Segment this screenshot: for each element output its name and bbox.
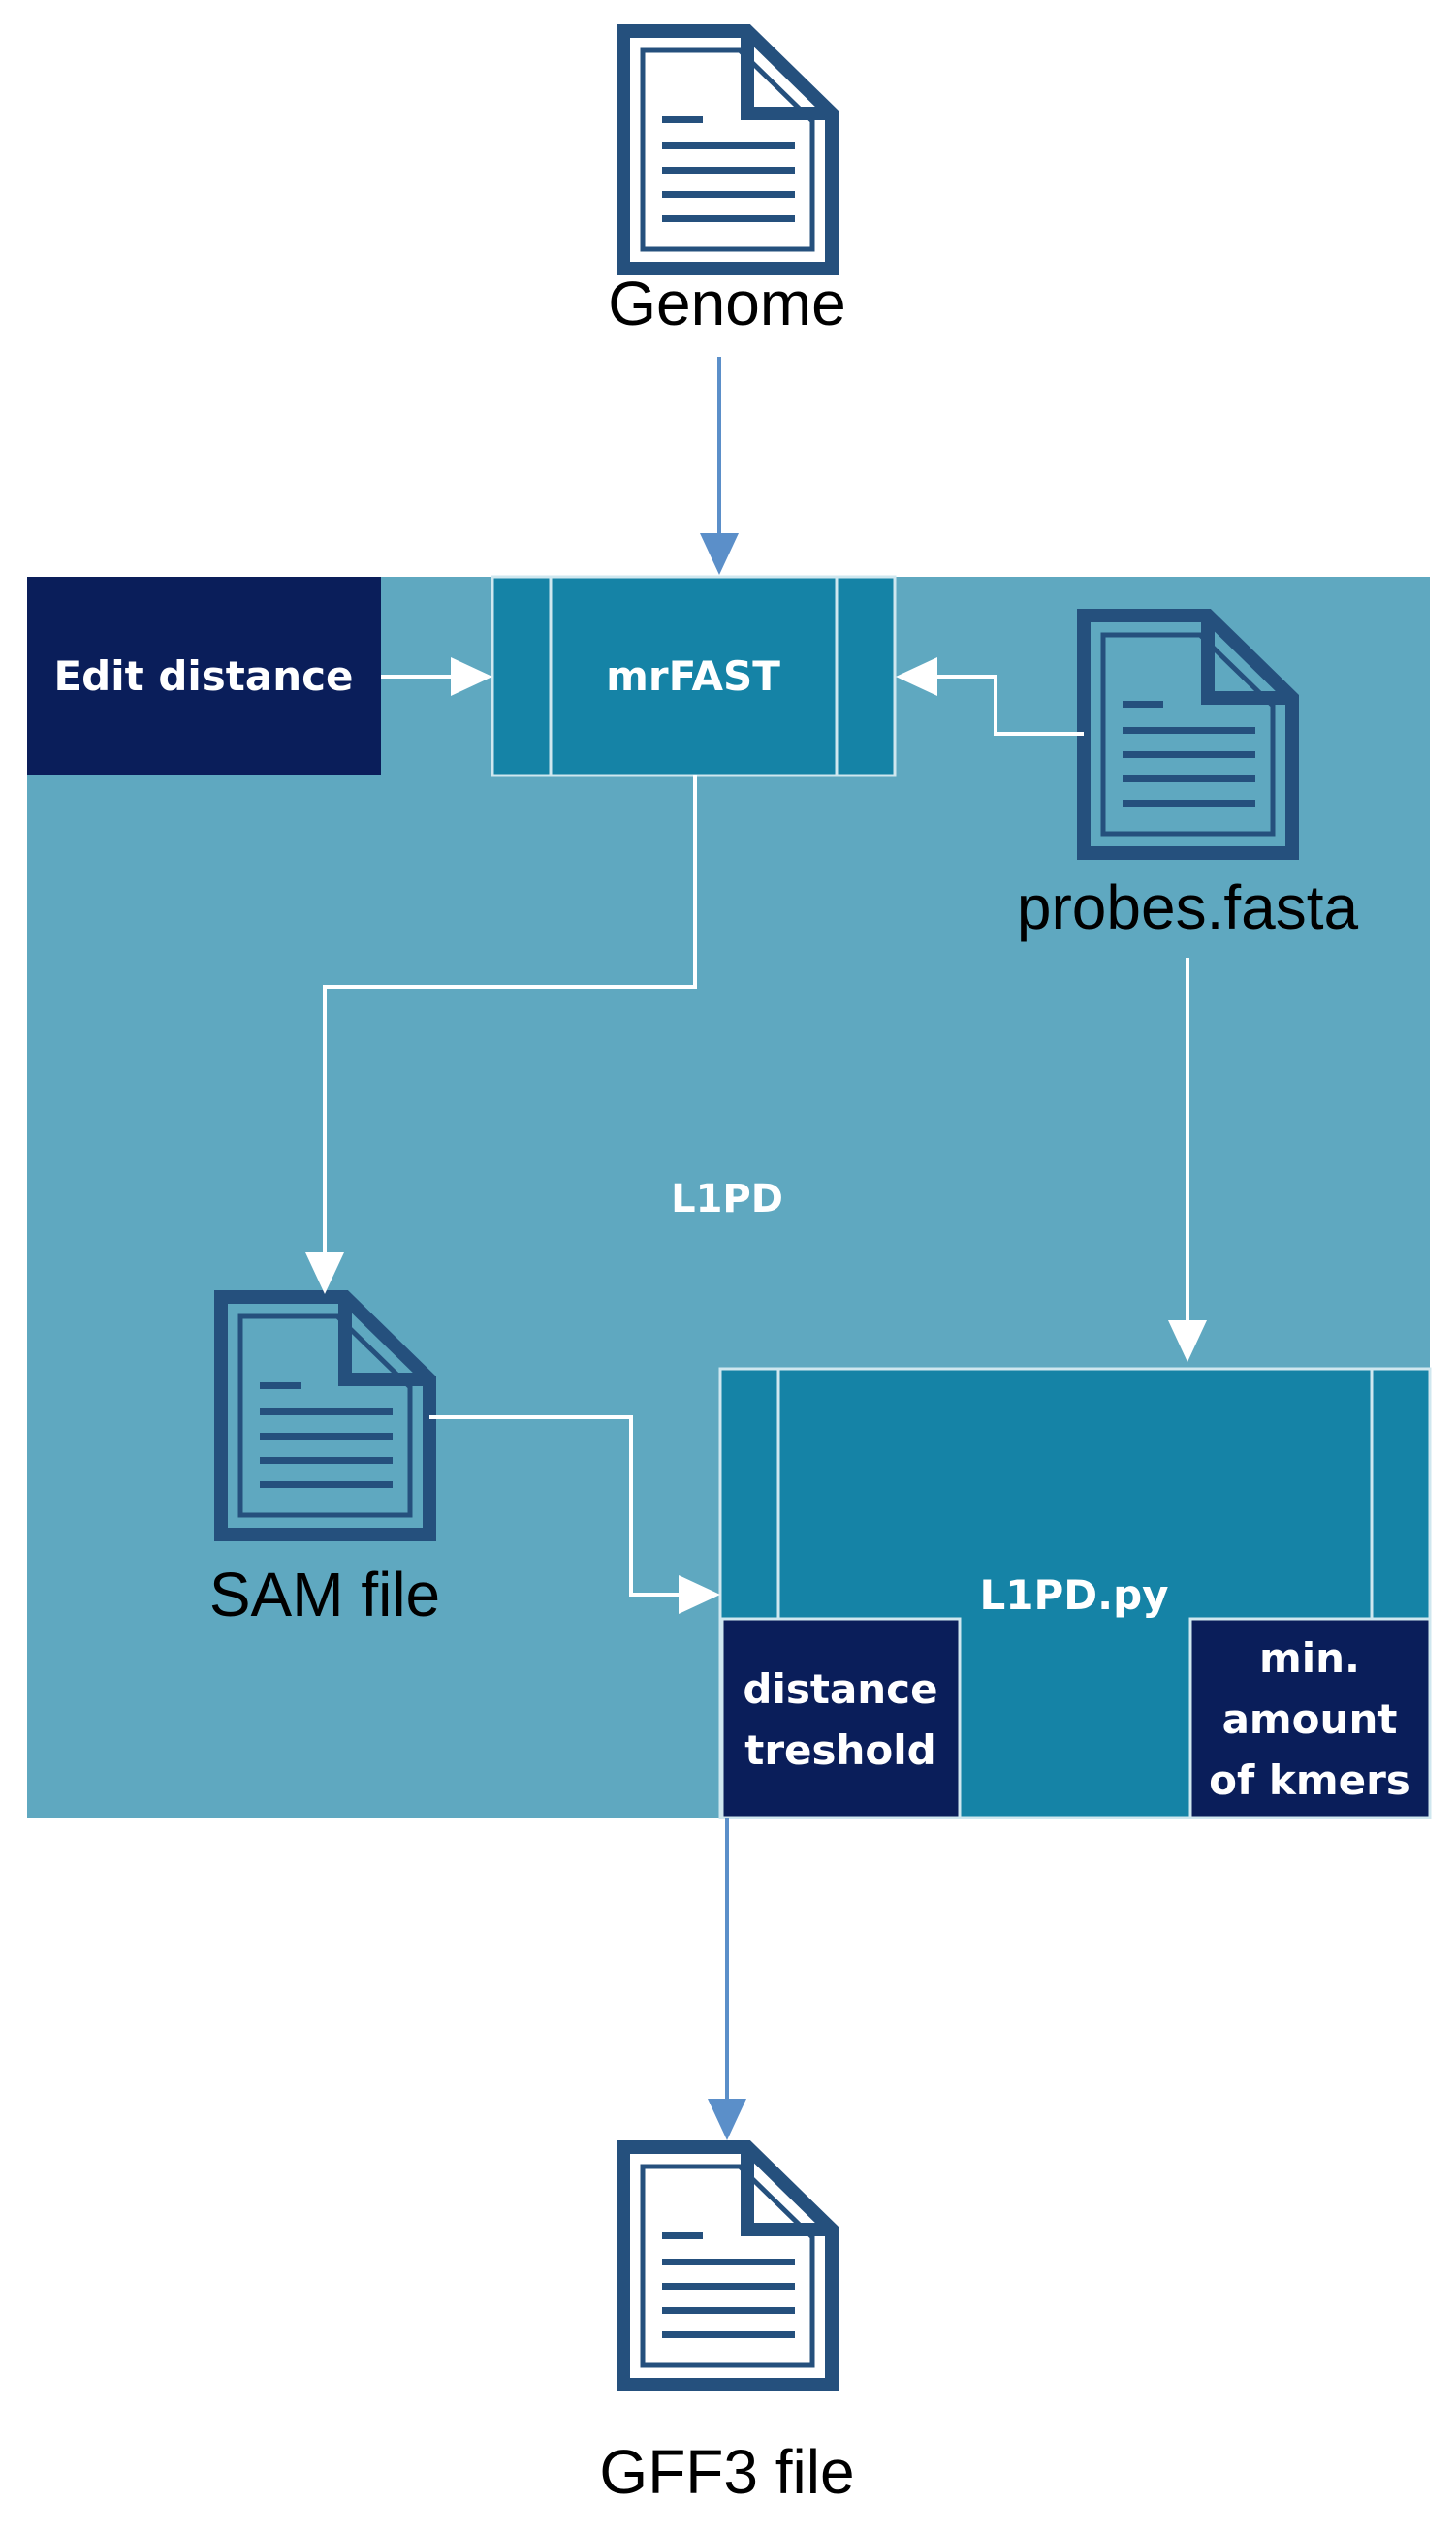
genome-document-icon	[617, 24, 839, 275]
probes-document-icon	[1077, 609, 1299, 860]
arrow-mrfast-to-sam	[305, 775, 697, 1294]
min-kmers-line1: min.	[1259, 1634, 1360, 1682]
min-kmers-line3: of kmers	[1209, 1756, 1410, 1804]
sam-label: SAM file	[209, 1560, 440, 1629]
gff3-document-icon	[617, 2140, 839, 2391]
edit-distance-label: Edit distance	[53, 652, 353, 700]
gff3-label: GFF3 file	[599, 2437, 854, 2507]
arrow-genome-to-mrfast	[700, 357, 739, 575]
min-kmers-line2: amount	[1222, 1695, 1398, 1743]
arrow-probes-to-l1pd-py	[1168, 958, 1207, 1362]
distance-threshold-line2: treshold	[744, 1726, 936, 1774]
arrow-l1pd-py-to-gff3	[708, 1818, 746, 2140]
probes-label: probes.fasta	[1017, 872, 1359, 942]
arrow-edit-distance-to-mrfast	[381, 657, 492, 696]
genome-label: Genome	[608, 269, 845, 338]
min-kmers-node: min. amount of kmers	[1188, 1617, 1432, 1819]
edit-distance-node: Edit distance	[27, 577, 381, 775]
sam-document-icon	[214, 1290, 436, 1541]
arrow-probes-to-mrfast	[896, 657, 1084, 736]
mrfast-node: mrFAST	[491, 575, 897, 777]
arrow-sam-to-l1pd-py	[429, 1415, 720, 1614]
l1pd-py-label: L1PD.py	[979, 1571, 1168, 1619]
mrfast-label: mrFAST	[606, 652, 780, 700]
distance-threshold-node: distance treshold	[720, 1617, 962, 1819]
l1pd-container-label: L1PD	[671, 1177, 783, 1221]
distance-threshold-line1: distance	[743, 1665, 937, 1713]
